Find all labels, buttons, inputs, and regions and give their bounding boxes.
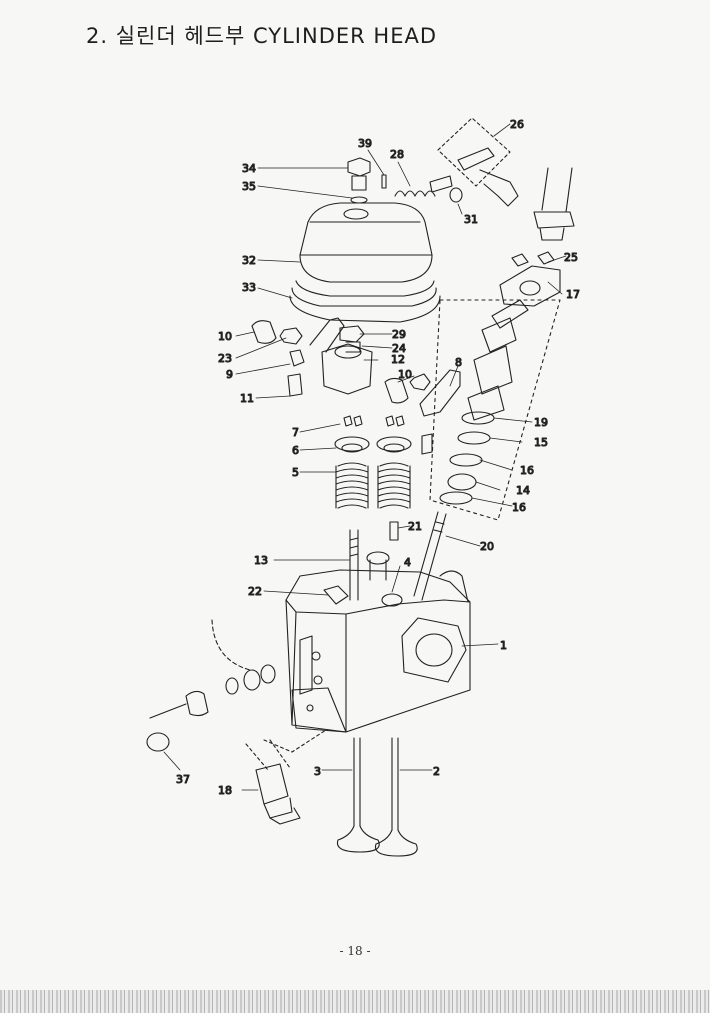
- lever-assembly: [394, 117, 519, 207]
- rocker-cover: [289, 202, 441, 323]
- label-part-1: 1: [500, 639, 507, 652]
- cylinder-head-block: [285, 551, 471, 733]
- label-part-13: 13: [254, 554, 268, 567]
- label-part-17: 17: [566, 288, 580, 301]
- label-part-9: 9: [226, 368, 233, 381]
- label-part-10-left: 10: [218, 330, 232, 343]
- label-part-23: 23: [218, 352, 232, 365]
- label-part-7: 7: [292, 426, 299, 439]
- label-part-37: 37: [176, 773, 190, 786]
- label-part-14: 14: [516, 484, 530, 497]
- label-part-18: 18: [218, 784, 232, 797]
- pipe-fitting: [533, 167, 575, 241]
- label-part-2: 2: [433, 765, 440, 778]
- label-part-10-right: 10: [398, 368, 412, 381]
- cover-bolt: [347, 157, 387, 204]
- label-part-29: 29: [392, 328, 406, 341]
- label-part-34: 34: [242, 162, 256, 175]
- label-part-22: 22: [248, 585, 262, 598]
- scan-edge-strip: [0, 990, 710, 1013]
- label-part-35: 35: [242, 180, 256, 193]
- label-part-11: 11: [240, 392, 254, 405]
- valves: [336, 737, 418, 857]
- label-part-12: 12: [391, 353, 405, 366]
- label-part-21: 21: [408, 520, 422, 533]
- label-part-24: 24: [392, 342, 406, 355]
- label-part-6: 6: [292, 444, 299, 457]
- label-part-32: 32: [242, 254, 256, 267]
- label-part-8: 8: [455, 356, 462, 369]
- leader-lines: [163, 123, 567, 791]
- label-part-31: 31: [464, 213, 478, 226]
- label-part-15: 15: [534, 436, 548, 449]
- label-part-33: 33: [242, 281, 256, 294]
- label-part-26: 26: [510, 118, 524, 131]
- page-number: - 18 -: [339, 944, 371, 958]
- label-part-25: 25: [564, 251, 578, 264]
- rocker-arm-assembly: [251, 317, 461, 417]
- page-title: 2. 실린더 헤드부 CYLINDER HEAD: [86, 24, 438, 48]
- label-part-20: 20: [480, 540, 494, 553]
- valve-spring-left: [334, 415, 370, 509]
- label-part-39: 39: [358, 137, 372, 150]
- label-part-3: 3: [314, 765, 321, 778]
- label-part-5: 5: [292, 466, 299, 479]
- label-part-4: 4: [404, 556, 411, 569]
- studs: [349, 511, 447, 601]
- left-parts: [146, 619, 327, 825]
- label-part-16-lower: 16: [512, 501, 526, 514]
- label-part-16-upper: 16: [520, 464, 534, 477]
- camshaft: [429, 251, 561, 521]
- part-labels: 1 2 3 4 5 6 7 8 9 10 10 11 12 13 14 15 1…: [175, 117, 580, 797]
- valve-spring-right: [376, 415, 433, 509]
- label-part-28: 28: [390, 148, 404, 161]
- label-part-19: 19: [534, 416, 548, 429]
